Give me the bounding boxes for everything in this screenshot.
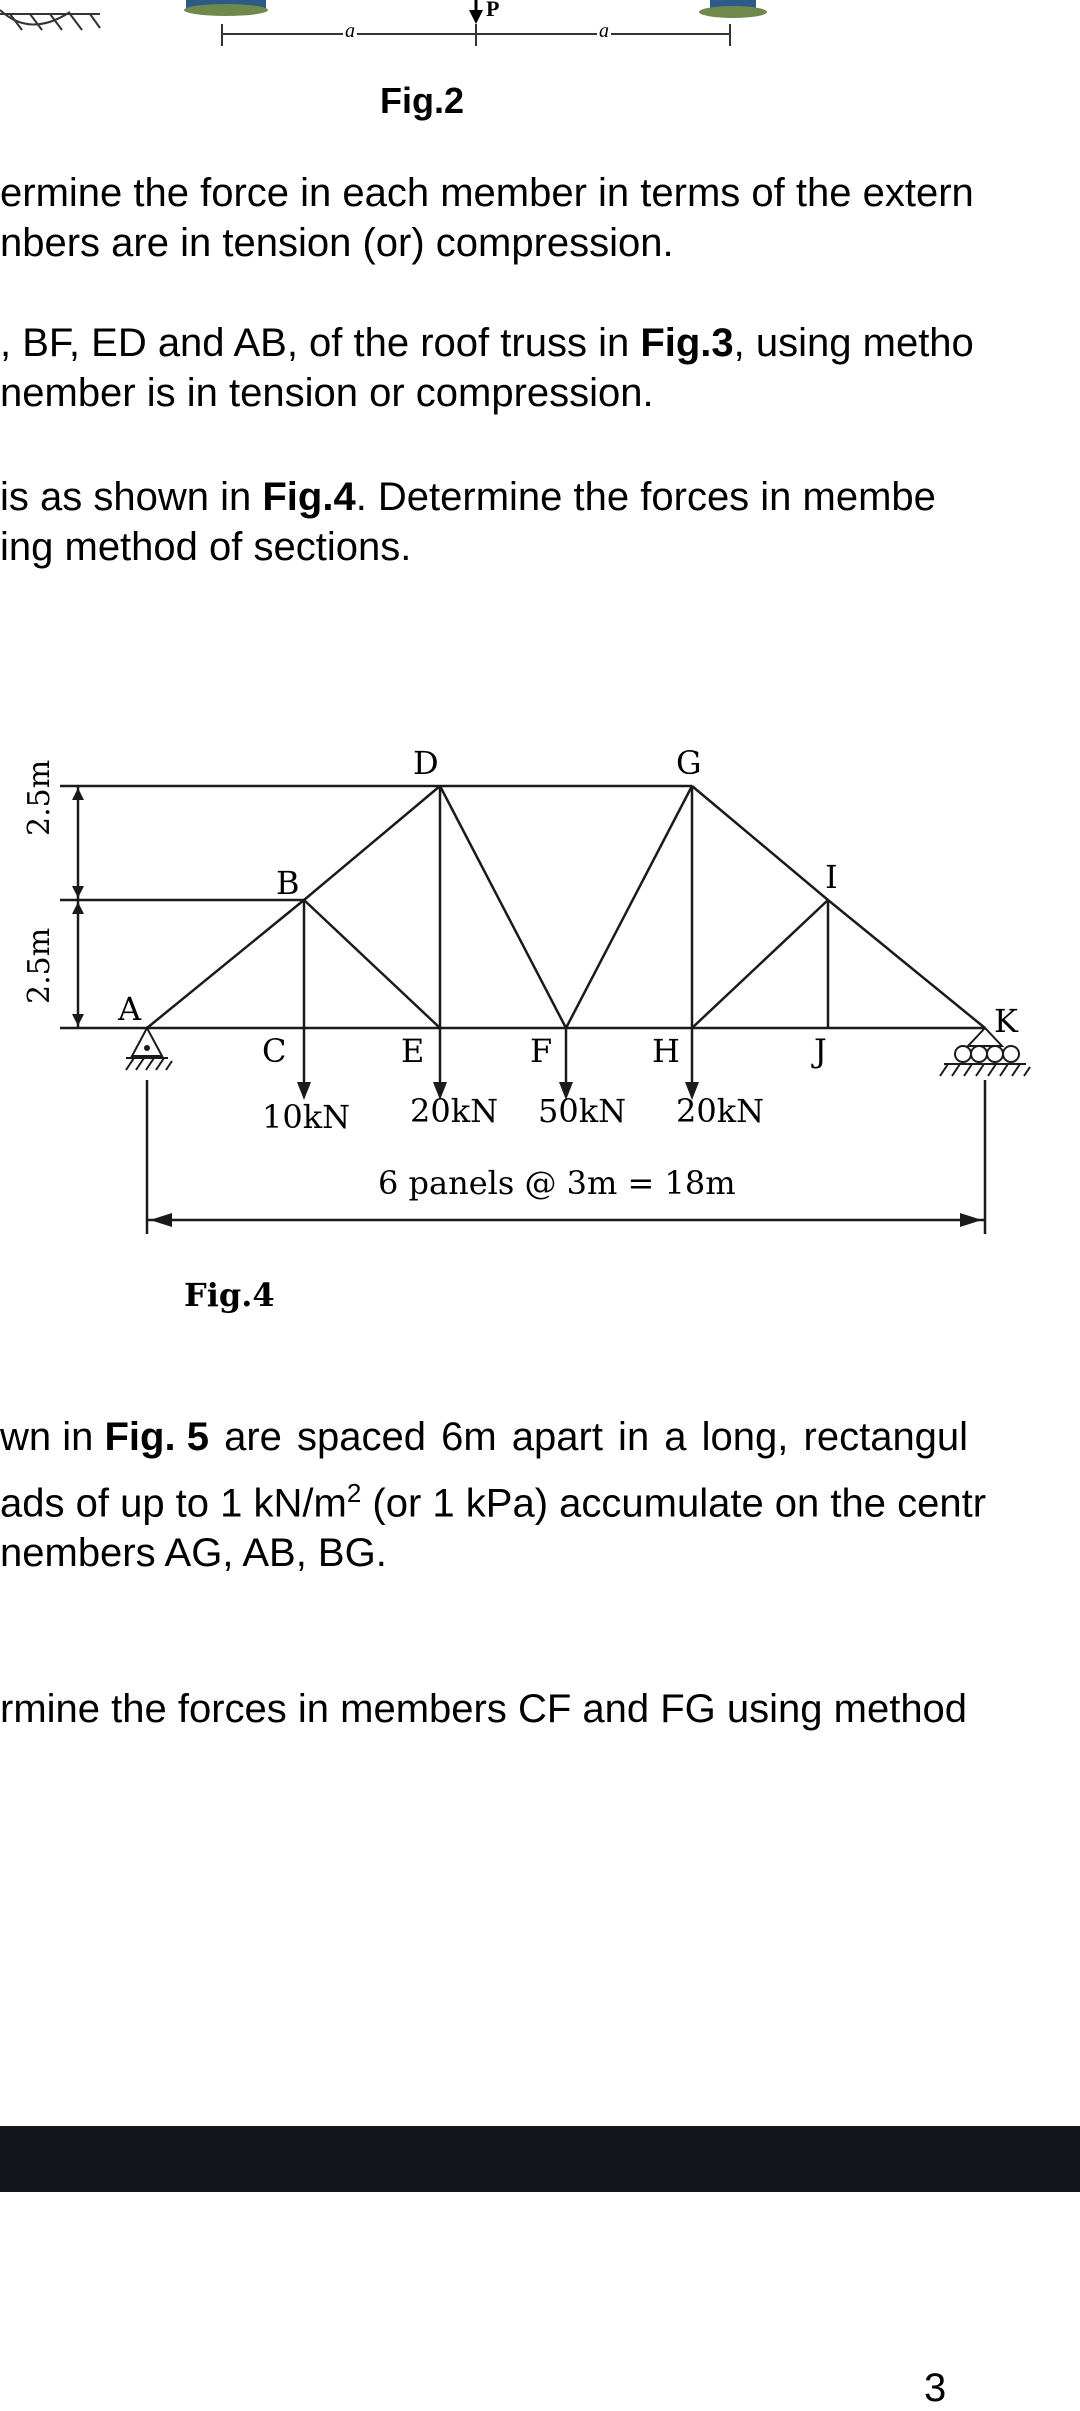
node-label-h: H <box>652 1032 680 1070</box>
node-label-k: K <box>994 1002 1018 1040</box>
node-label-f: F <box>530 1032 553 1070</box>
fig4-truss-diagram <box>60 784 1031 1234</box>
paragraph-1-line-2: nbers are in tension (or) compression. <box>0 221 674 265</box>
paragraph-1-line-1: ermine the force in each member in terms… <box>0 171 974 215</box>
page-separator-band <box>0 2126 1080 2192</box>
node-label-e: E <box>401 1032 425 1070</box>
p5-superscript: 2 <box>346 1478 362 1508</box>
dim-height-lower: 2.5m <box>22 927 57 1004</box>
node-label-a: A <box>118 990 142 1028</box>
p5-text-c: are spaced 6m apart in a long, rectangul <box>208 1415 969 1459</box>
fig2-drawing <box>0 0 767 46</box>
node-label-d: D <box>413 744 439 782</box>
dim-height-upper: 2.5m <box>22 759 57 836</box>
fig2-caption: Fig.2 <box>380 80 465 121</box>
fig2-dim-a-right: a <box>597 20 611 43</box>
load-label-f: 50kN <box>538 1092 627 1130</box>
p2-text-a: , BF, ED and AB, of the roof truss in <box>0 321 641 365</box>
dim-span-label: 6 panels @ 3m = 18m <box>378 1164 736 1202</box>
load-label-c: 10kN <box>262 1098 351 1136</box>
p3-text-c: . Determine the forces in membe <box>355 475 936 519</box>
page-number: 3 <box>924 2366 947 2410</box>
fig2-dim-a-left: a <box>343 20 357 43</box>
p2-fig-ref: Fig.3 <box>640 321 734 365</box>
paragraph-3-line-1: is as shown in Fig.4. Determine the forc… <box>0 472 936 522</box>
paragraph-3-line-2: ing method of sections. <box>0 525 412 569</box>
p5-text-d: ads of up to 1 kN/m <box>0 1481 347 1526</box>
paragraph-5-line-3: nembers AG, AB, BG. <box>0 1531 387 1575</box>
node-label-i: I <box>825 858 838 896</box>
p5-text-a: wn in <box>0 1415 105 1459</box>
paragraph-5-line-2: ads of up to 1 kN/m2 (or 1 kPa) accumula… <box>0 1468 986 1528</box>
fig2-load-label: P <box>486 0 500 21</box>
paragraph-2-line-2: nember is in tension or compression. <box>0 371 654 415</box>
load-label-e: 20kN <box>410 1092 499 1130</box>
p5-text-e: (or 1 kPa) accumulate on the centr <box>361 1481 987 1526</box>
paragraph-5-line-1: wn in Fig. 5 are spaced 6m apart in a lo… <box>0 1412 968 1462</box>
p2-text-c: , using metho <box>733 321 974 365</box>
paragraph-2-line-1: , BF, ED and AB, of the roof truss in Fi… <box>0 318 974 368</box>
p3-fig-ref: Fig.4 <box>262 475 356 519</box>
p3-text-a: is as shown in <box>0 475 263 519</box>
node-label-b: B <box>276 864 300 902</box>
node-label-j: J <box>814 1032 827 1070</box>
node-label-c: C <box>262 1032 287 1070</box>
fig4-caption: Fig.4 <box>184 1276 275 1314</box>
node-label-g: G <box>676 744 702 782</box>
load-label-h: 20kN <box>676 1092 765 1130</box>
p5-fig-ref: Fig. 5 <box>104 1415 209 1459</box>
paragraph-6-line-1: rmine the forces in members CF and FG us… <box>0 1687 968 1731</box>
